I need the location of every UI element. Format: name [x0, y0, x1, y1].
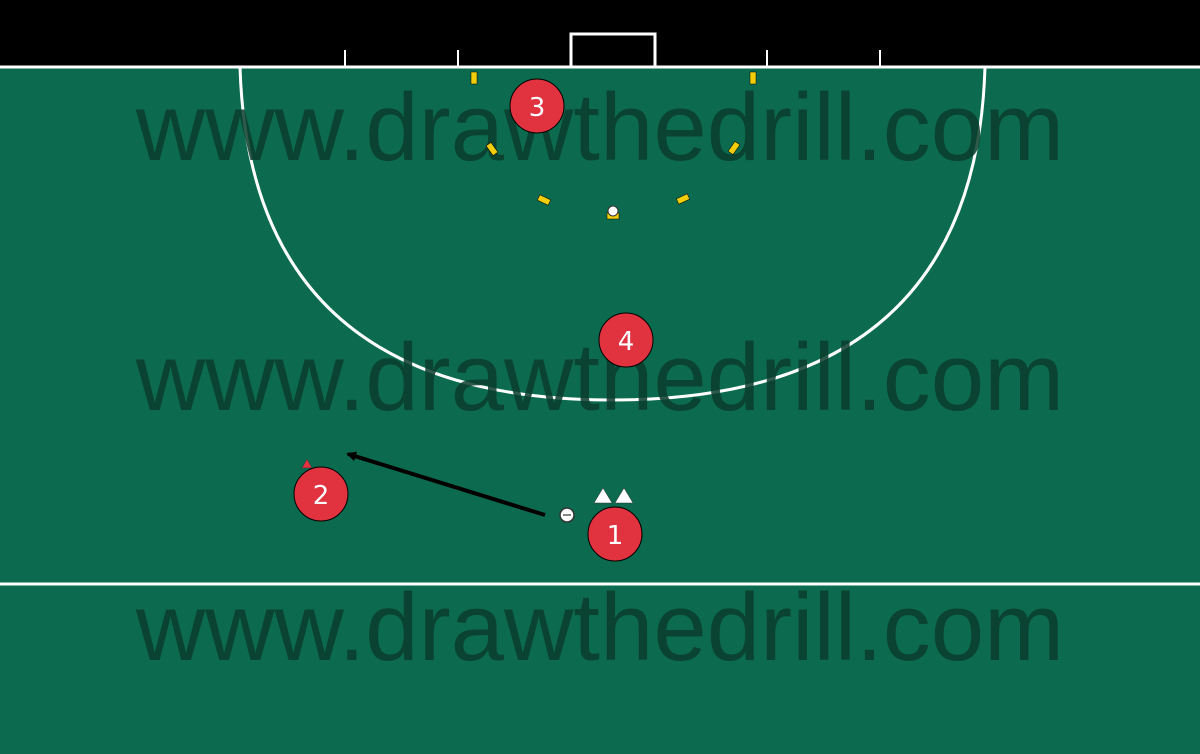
goal — [569, 32, 657, 67]
cone — [675, 193, 691, 205]
player-disc — [598, 312, 654, 368]
player-number: 1 — [607, 521, 624, 551]
ball — [607, 205, 619, 217]
cone — [727, 141, 741, 155]
player-2[interactable]: 2 — [293, 466, 349, 522]
cone — [470, 71, 478, 85]
marker-cone — [593, 487, 613, 504]
player-4[interactable]: 4 — [598, 312, 654, 368]
player-disc — [587, 506, 643, 562]
player-disc — [509, 78, 565, 134]
marker-cone — [301, 458, 313, 469]
cone — [749, 71, 757, 85]
player-3[interactable]: 3 — [509, 78, 565, 134]
player-number: 4 — [618, 327, 635, 357]
watermark-text: www.drawthedrill.com — [135, 574, 1064, 681]
watermark-text: www.drawthedrill.com — [135, 74, 1064, 181]
shooting-circle — [238, 66, 987, 402]
cone — [485, 142, 499, 156]
player-1[interactable]: 1 — [587, 506, 643, 562]
player-disc — [293, 466, 349, 522]
cone — [536, 194, 552, 206]
marker-cone — [614, 487, 634, 504]
pass-arrow — [346, 451, 546, 517]
player-number: 3 — [529, 93, 546, 123]
player-number: 2 — [313, 481, 330, 511]
